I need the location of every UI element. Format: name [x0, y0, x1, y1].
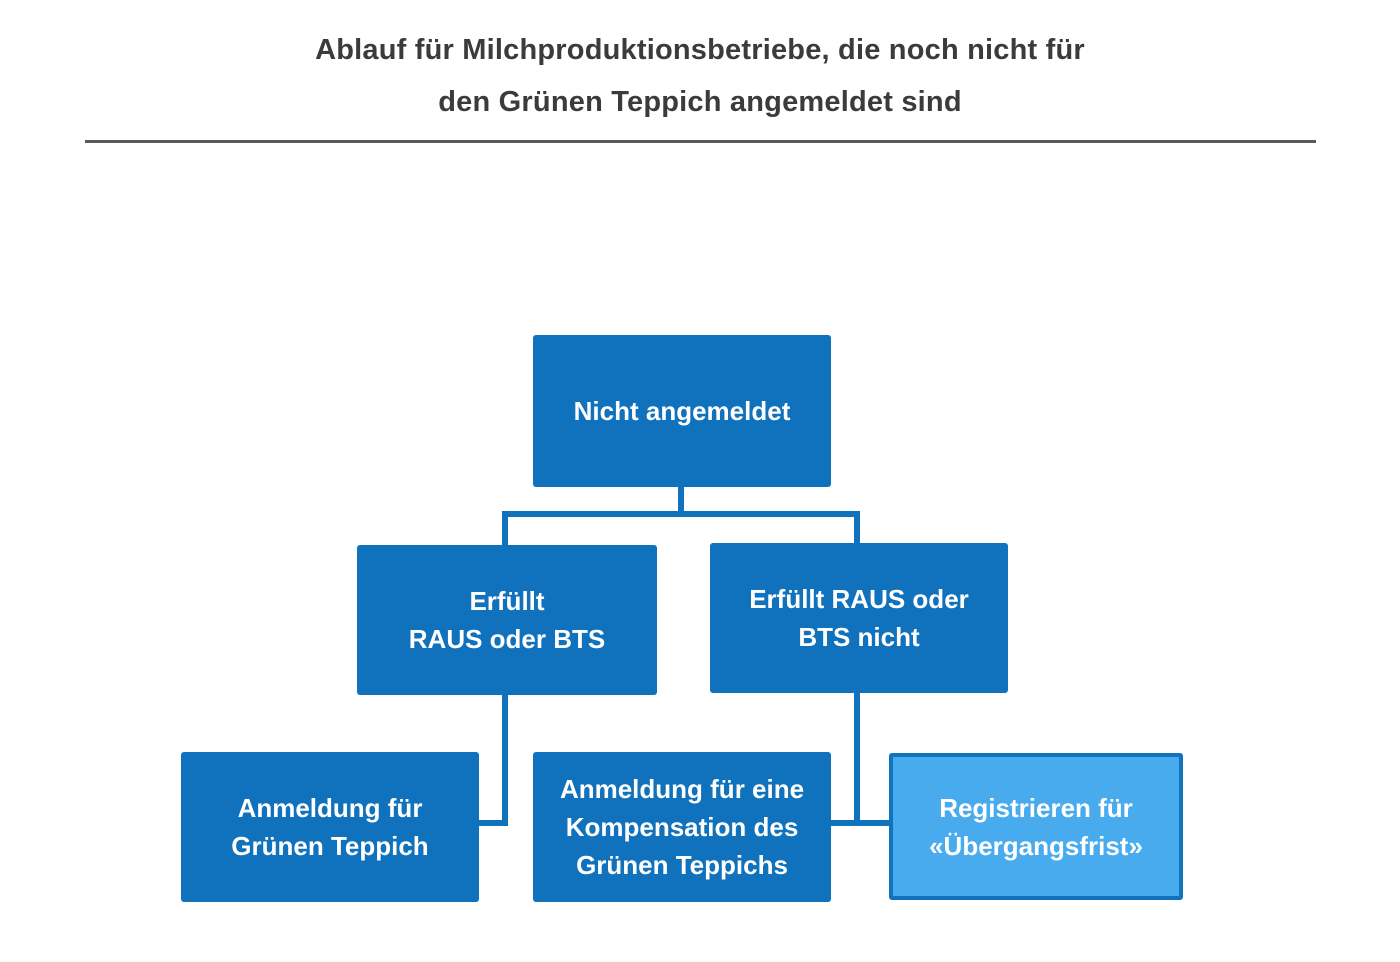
- connector-right-drop-vertical: [854, 693, 860, 826]
- connector-branch-left-vertical: [502, 511, 508, 547]
- flow-node-registrieren-uebergangsfrist: Registrieren für «Übergangsfrist»: [889, 753, 1183, 900]
- flow-node-label: Registrieren für: [939, 792, 1133, 823]
- connector-branch-horizontal: [502, 511, 860, 517]
- diagram-title: Ablauf für Milchproduktionsbetriebe, die…: [0, 24, 1400, 128]
- flow-node-nicht-angemeldet: Nicht angemeldet: [533, 335, 831, 487]
- connector-left-elbow-stub: [478, 820, 508, 826]
- flow-node-label: Anmeldung für eine: [559, 774, 805, 804]
- flow-node-anmeldung-gruenen-teppich: Anmeldung für Grünen Teppich: [181, 752, 479, 902]
- flow-node-label: BTS nicht: [798, 622, 920, 652]
- connector-top-vertical: [678, 487, 684, 517]
- flow-node-label: Grünen Teppich: [231, 831, 429, 861]
- diagram-title-line2: den Grünen Teppich angemeldet sind: [438, 86, 962, 118]
- title-divider-line: [85, 140, 1316, 143]
- flow-node-label: Grünen Teppichs: [576, 850, 788, 880]
- flow-node-label: Kompensation des: [565, 812, 799, 842]
- flow-node-erfuellt-raus-oder-bts-nicht: Erfüllt RAUS oder BTS nicht: [710, 543, 1008, 693]
- connector-right-elbow-stub: [831, 820, 889, 826]
- connector-branch-right-vertical: [854, 511, 860, 545]
- flow-node-label: RAUS oder BTS: [408, 624, 606, 654]
- flow-node-label: Nicht angemeldet: [573, 396, 791, 426]
- flow-node-label: Anmeldung für: [237, 793, 423, 823]
- flow-node-label: Erfüllt RAUS oder: [749, 584, 969, 614]
- flow-node-label: «Übergangsfrist»: [929, 830, 1143, 861]
- flow-node-anmeldung-kompensation: Anmeldung für eine Kompensation des Grün…: [533, 752, 831, 902]
- connector-left-drop-vertical: [502, 695, 508, 826]
- diagram-title-line1: Ablauf für Milchproduktionsbetriebe, die…: [315, 34, 1085, 66]
- flow-node-erfuellt-raus-oder-bts: Erfüllt RAUS oder BTS: [357, 545, 657, 695]
- flow-node-label: Erfüllt: [469, 586, 545, 616]
